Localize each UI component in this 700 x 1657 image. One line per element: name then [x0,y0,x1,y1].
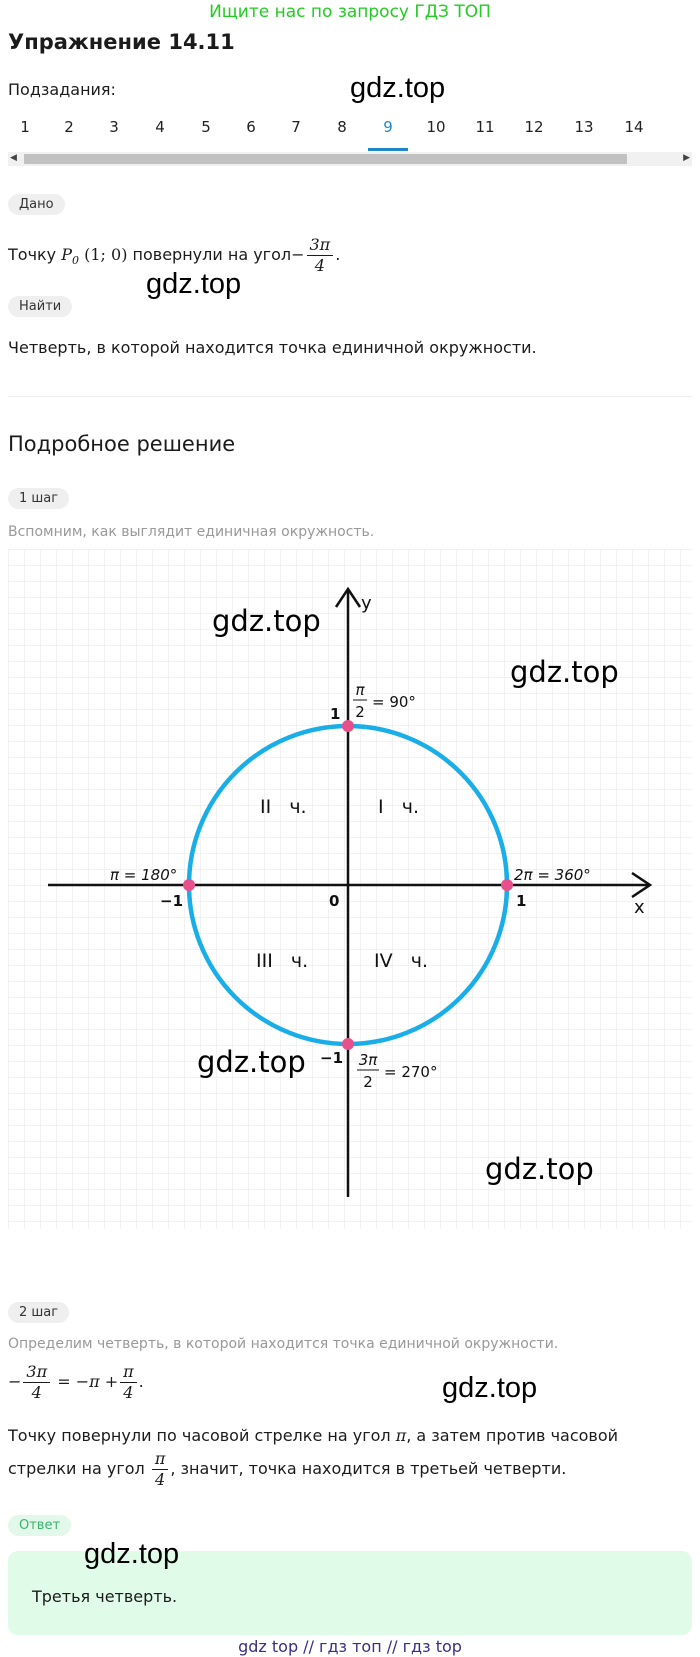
label-180: π = 180° [110,866,177,884]
x-axis-arrow-icon [631,871,653,899]
answer-text: Третья четверть. [32,1587,178,1606]
tab-3[interactable]: 3 [109,118,119,136]
tab-10[interactable]: 10 [426,118,446,136]
tick-y-pos: 1 [330,705,340,723]
point-180 [183,879,195,891]
tick-x-pos: 1 [516,892,526,910]
origin-label: 0 [329,892,339,910]
watermark: gdz.top [510,655,619,689]
quadrant-4-label: IV ч. [374,950,428,972]
answer-box: Третья четверть. [8,1551,692,1635]
grid-background [8,549,692,1229]
label-90-val: = 90° [372,693,416,711]
tick-y-neg: −1 [320,1049,343,1067]
step2-pill: 2 шаг [8,1302,70,1323]
watermark: gdz.top [84,1538,180,1570]
footer-links[interactable]: gdz top // гдз топ // гдз top [238,1637,462,1656]
tab-9[interactable]: 9 [383,118,393,136]
label-90-den: 2 [355,703,365,721]
watermark: gdz.top [442,1372,538,1404]
solution-title: Подробное решение [8,432,236,456]
tab-5[interactable]: 5 [201,118,211,136]
given-prefix: Точку [8,245,57,264]
tab-12[interactable]: 12 [524,118,544,136]
page-title: Упражнение 14.11 [8,30,235,54]
point-270 [342,1038,354,1050]
find-pill: Найти [8,296,73,317]
tab-11[interactable]: 11 [475,118,495,136]
watermark: gdz.top [197,1045,306,1079]
section-divider [8,396,692,397]
scroll-left-icon[interactable]: ◀ [10,153,17,163]
active-tab-indicator [368,148,408,151]
tab-2[interactable]: 2 [64,118,74,136]
point-360 [501,879,513,891]
step1-pill: 1 шаг [8,488,70,509]
tab-13[interactable]: 13 [574,118,594,136]
point-90 [342,720,354,732]
x-axis-label: x [634,897,645,918]
y-axis-label: y [361,593,372,614]
scroll-right-icon[interactable]: ▶ [683,153,690,163]
tick-x-neg: −1 [160,892,183,910]
find-text: Четверть, в которой находится точка един… [8,338,537,357]
label-270-num: 3π [359,1051,379,1069]
y-axis-arrow-icon [334,586,362,608]
label-90-num: π [355,681,365,699]
tab-14[interactable]: 14 [624,118,644,136]
label-360: 2π = 360° [514,866,591,884]
search-banner[interactable]: Ищите нас по запросу ГДЗ ТОП [209,2,491,22]
tab-1[interactable]: 1 [20,118,30,136]
watermark: gdz.top [146,268,242,300]
horizontal-scrollbar[interactable]: ◀ ▶ [8,152,692,166]
scrollbar-thumb[interactable] [24,154,627,164]
tab-7[interactable]: 7 [291,118,301,136]
tab-8[interactable]: 8 [337,118,347,136]
quadrant-3-label: III ч. [256,950,308,972]
subtask-tabs: 1 2 3 4 5 6 7 8 9 10 11 12 13 14 [8,118,692,152]
watermark: gdz.top [212,604,321,638]
subtasks-label: Подзадания: [8,80,116,99]
step2-text: Определим четверть, в которой находится … [8,1336,559,1352]
tab-6[interactable]: 6 [246,118,256,136]
step1-text: Вспомним, как выглядит единичная окружно… [8,524,375,540]
point-coords: (1; 0) [84,245,128,264]
watermark: gdz.top [350,72,446,104]
step2-line1: Точку повернули по часовой стрелке на уг… [8,1426,619,1445]
point-symbol: P0 [61,245,80,268]
unit-circle-diagram: x y 0 1 −1 1 −1 π 2 = 90° π = 180° 2π = … [8,549,692,1229]
tab-4[interactable]: 4 [155,118,165,136]
given-middle: повернули на угол [132,245,292,264]
watermark: gdz.top [485,1152,594,1186]
quadrant-1-label: I ч. [378,796,419,818]
quadrant-2-label: II ч. [260,796,307,818]
given-pill: Дано [8,194,65,215]
answer-pill: Ответ [8,1515,72,1536]
label-270-val: = 270° [384,1063,437,1081]
label-270-den: 2 [363,1073,373,1091]
